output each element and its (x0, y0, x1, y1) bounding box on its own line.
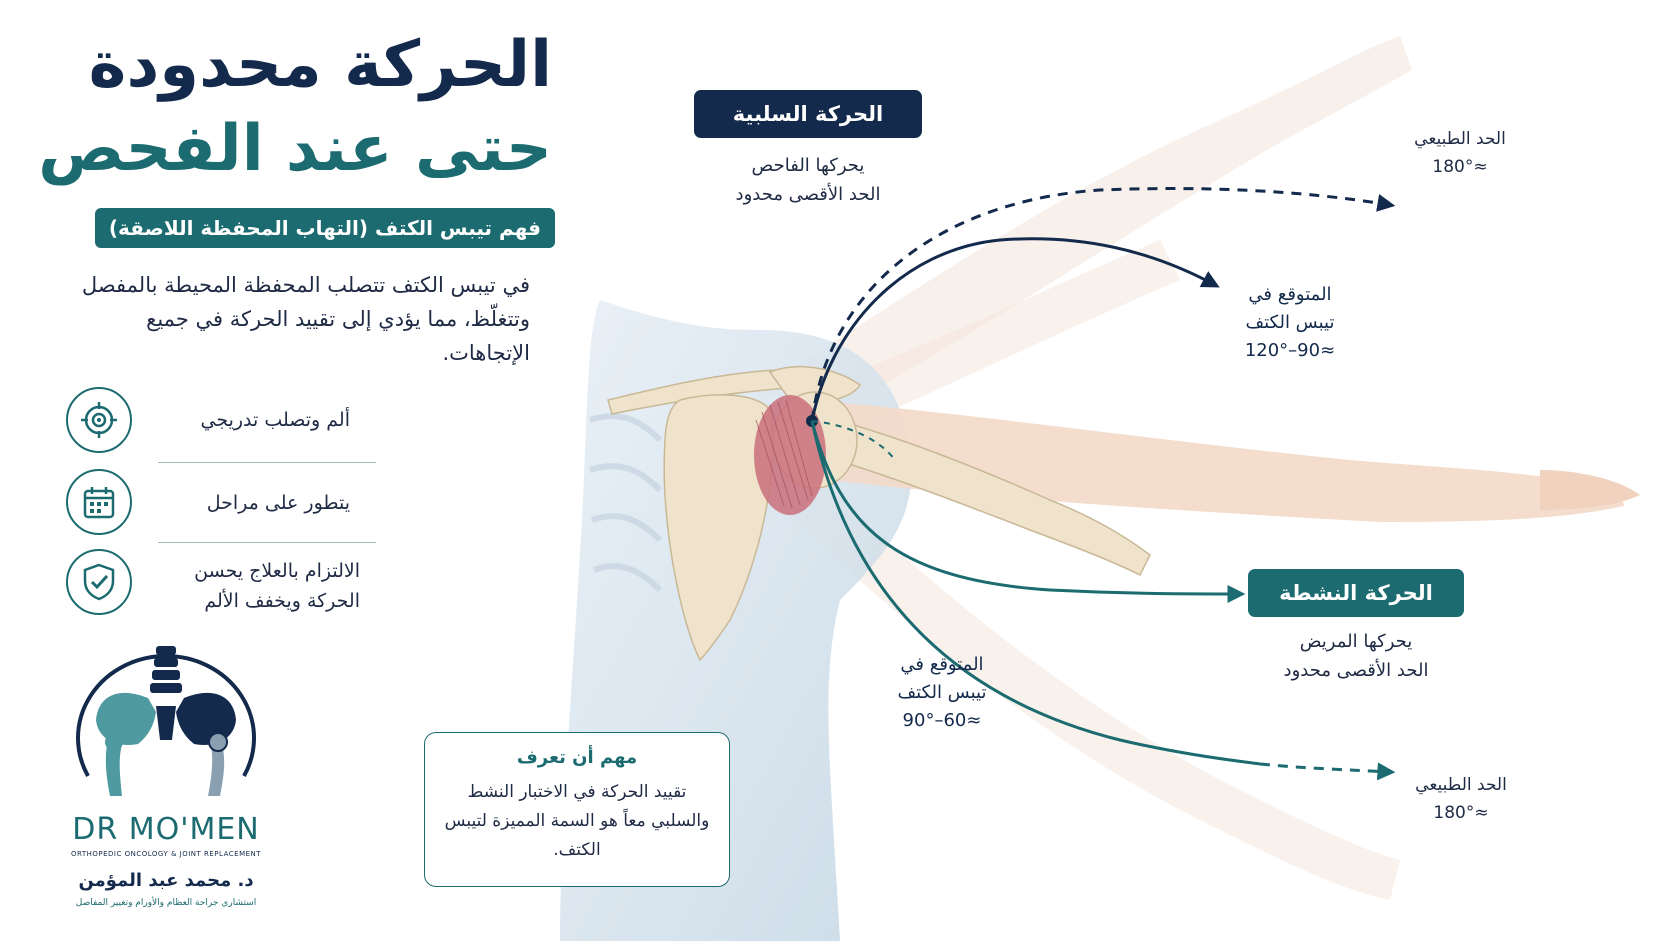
expected-active-line1: المتوقع في (900, 654, 984, 675)
logo-name: DR MO'MEN (72, 812, 260, 847)
doctor-logo-emblem (76, 646, 256, 796)
feature-divider (158, 542, 376, 543)
normal-limit-top: الحد الطبيعي ≈180° (1395, 125, 1525, 181)
passive-motion-line1: يحركها الفاحص (751, 155, 865, 176)
expected-active-value: ≈60–90° (902, 710, 982, 731)
arc-active-expected (810, 420, 1246, 603)
feature-divider (158, 462, 376, 463)
ribs (589, 413, 663, 593)
feature-pain-stiffness: ألم وتصلب تدريجي (200, 409, 350, 431)
normal-limit-bottom-label: الحد الطبيعي (1415, 775, 1507, 795)
logo-arabic-title: استشاري جراحة العظام والأورام وتغيير الم… (75, 898, 257, 908)
feature-treatment: الالتزام بالعلاج يحسن الحركة ويخفف الألم (194, 560, 360, 612)
arc-active-normal-solid (810, 420, 1261, 766)
passive-motion-line2: الحد الأقصى محدود (735, 184, 881, 205)
hand (1540, 470, 1640, 510)
expected-passive-value: ≈90–120° (1244, 340, 1336, 361)
note-body: تقييد الحركة في الاختبار النشط والسلبي م… (444, 782, 710, 860)
shield-check-icon (66, 549, 132, 615)
expected-active-line2: تيبس الكتف (897, 682, 987, 703)
logo-arabic-name: د. محمد عبد المؤمن (78, 870, 254, 891)
page-title-line2: حتى عند الفحص (38, 112, 553, 186)
expected-active-range: المتوقع في تيبس الكتف ≈60–90° (877, 651, 1007, 735)
note-title: مهم أن تعرف (516, 747, 638, 768)
active-motion-badge: الحركة النشطة (1248, 569, 1464, 617)
arc-passive-normal (810, 187, 1396, 422)
page-title-line1: الحركة محدودة (88, 28, 553, 102)
active-motion-caption: يحركها المريض الحد الأقصى محدود (1238, 627, 1474, 685)
calendar-icon (66, 469, 132, 535)
arc-passive-expected (810, 237, 1220, 422)
target-icon (66, 387, 132, 453)
active-motion-line1: يحركها المريض (1299, 631, 1413, 652)
feature-stages: يتطور على مراحل (206, 492, 350, 514)
important-note-box: مهم أن تعرف تقييد الحركة في الاختبار الن… (424, 732, 730, 887)
arc-active-inner-dashed (811, 420, 896, 461)
normal-limit-top-label: الحد الطبيعي (1414, 129, 1506, 149)
passive-motion-badge: الحركة السلبية (694, 90, 922, 138)
expected-passive-range: المتوقع في تيبس الكتف ≈90–120° (1225, 281, 1355, 365)
expected-passive-line2: تيبس الكتف (1245, 312, 1335, 333)
logo-tagline: ORTHOPEDIC ONCOLOGY & JOINT REPLACEMENT (70, 850, 262, 858)
ghost-arm-raised (760, 36, 1412, 420)
capsule-fibers (755, 399, 813, 509)
arc-active-normal-dashed (1259, 762, 1396, 781)
active-motion-line2: الحد الأقصى محدود (1283, 660, 1429, 681)
normal-limit-bottom-value: ≈180° (1433, 803, 1489, 823)
expected-passive-line1: المتوقع في (1248, 284, 1332, 305)
subtitle-badge: فهم تيبس الكتف (التهاب المحفظة اللاصقة) (94, 208, 555, 248)
normal-limit-top-value: ≈180° (1432, 157, 1488, 177)
normal-limit-bottom: الحد الطبيعي ≈180° (1396, 771, 1526, 827)
humerus (799, 409, 1151, 577)
passive-motion-caption: يحركها الفاحص الحد الأقصى محدود (690, 151, 926, 209)
intro-paragraph: في تيبس الكتف تتصلب المحفظة المحيطة بالم… (81, 273, 530, 365)
